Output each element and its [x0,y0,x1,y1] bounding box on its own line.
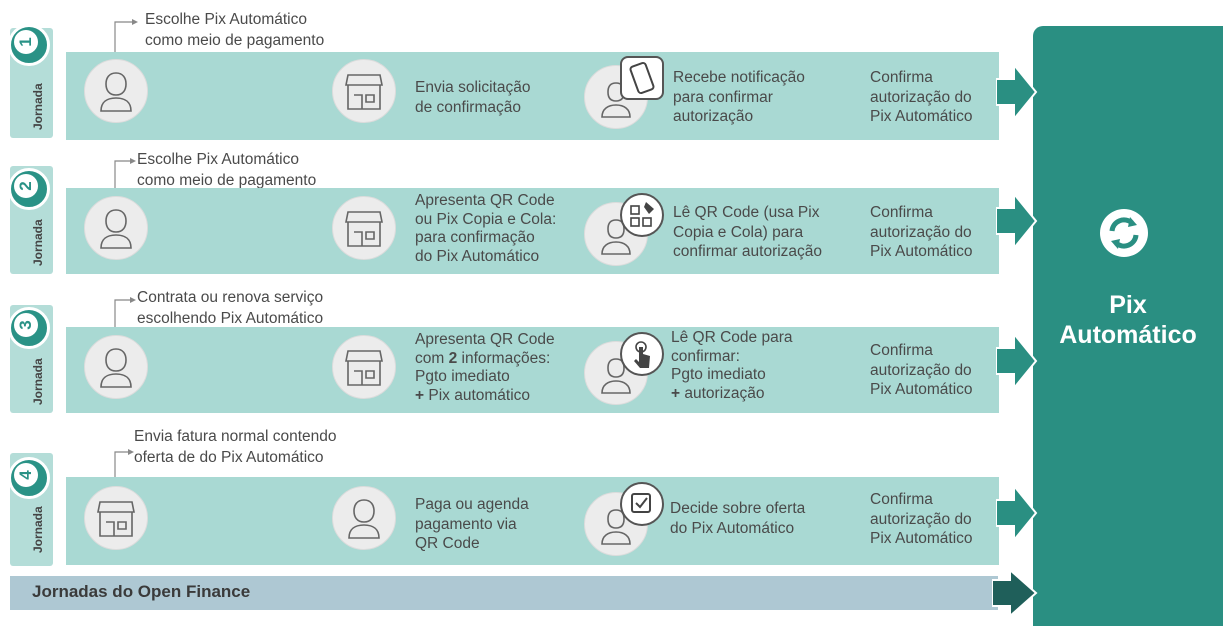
journey-number-badge: 1 [8,24,50,66]
note-connector-arrow [114,158,136,188]
journey-2-note: Escolhe Pix Automático como meio de paga… [137,151,317,189]
step-text: Lê QR Code para confirmar: Pgto imediato [671,329,793,383]
journey-2-row [66,188,999,274]
journey-tab-3: 3 Jornada [8,305,53,413]
journey-1-step-3: Recebe notificação para confirmar autori… [673,69,805,125]
journey-label: Jornada [31,219,45,266]
journey-3-row [66,327,999,413]
journey-3-note: Contrata ou renova serviço escolhendo Pi… [137,289,324,327]
journey-label: Jornada [31,83,45,130]
journey-number: 3 [14,313,38,337]
qr-code-icon [620,193,664,237]
journey-4-note: Envia fatura normal contendo oferta de d… [134,428,337,466]
journey-3-step-2: Apresenta QR Code com 2 informações: Pgt… [415,331,555,405]
journey-1-arrow [996,65,1038,119]
person-icon [84,196,148,260]
journey-4-arrow [996,486,1038,540]
person-icon [332,486,396,550]
journey-1-final: Confirma autorização do Pix Automático [870,69,973,125]
note-connector-arrow [114,19,138,54]
person-icon [84,335,148,399]
step-text: Pix automático [424,386,531,404]
plus-sign: + [671,384,681,402]
journey-1-step-2: Envia solicitação de confirmação [415,79,531,116]
journey-number-badge: 4 [8,457,50,499]
journey-number-badge: 2 [8,168,50,210]
journey-label: Jornada [31,358,45,405]
journey-tab-4: 4 Jornada [8,453,53,566]
pix-automatico-panel [1033,26,1223,626]
journey-number-badge: 3 [8,307,50,349]
sync-icon [1099,208,1149,258]
store-icon [332,335,396,399]
journey-number: 1 [14,30,38,54]
checkbox-icon [620,482,664,526]
journey-3-step-3: Lê QR Code para confirmar: Pgto imediato… [671,329,793,403]
journey-4-step-2: Paga ou agenda pagamento via QR Code [415,496,529,552]
step-text: autorização [680,384,765,402]
step-text-bold: 2 [448,349,458,367]
journey-3-arrow [996,334,1038,388]
tap-icon [620,332,664,376]
journey-tab-2: 2 Jornada [8,166,53,274]
open-finance-label: Jornadas do Open Finance [32,582,251,601]
journey-1-row [66,52,999,140]
journey-number: 4 [14,463,38,487]
journey-2-step-2: Apresenta QR Code ou Pix Copia e Cola: p… [415,192,557,265]
journey-2-step-3: Lê QR Code (usa Pix Copia e Cola) para c… [673,204,823,260]
journey-4-final: Confirma autorização do Pix Automático [870,491,973,547]
step-text: Apresenta QR Code com [415,331,555,367]
journey-2-arrow [996,194,1038,248]
store-icon [84,486,148,550]
journey-3-final: Confirma autorização do Pix Automático [870,342,973,398]
journey-4-step-3: Decide sobre oferta do Pix Automático [670,500,806,537]
note-connector-arrow [114,297,136,327]
note-connector-arrow [114,449,134,477]
store-icon [332,59,396,123]
store-icon [332,196,396,260]
plus-sign: + [415,386,425,404]
journey-tab-1: 1 Jornada [8,24,53,138]
phone-icon [620,56,664,100]
journey-number: 2 [14,174,38,198]
step-text: informações: Pgto imediato [415,349,551,386]
panel-title: Pix Automático [1059,291,1197,349]
open-finance-arrow [992,570,1038,616]
journey-1-note: Escolhe Pix Automático como meio de paga… [145,11,325,49]
journey-4-row [66,477,999,565]
journey-label: Jornada [31,506,45,553]
open-finance-bar [10,576,998,610]
person-icon [84,59,148,123]
journey-2-final: Confirma autorização do Pix Automático [870,204,973,260]
